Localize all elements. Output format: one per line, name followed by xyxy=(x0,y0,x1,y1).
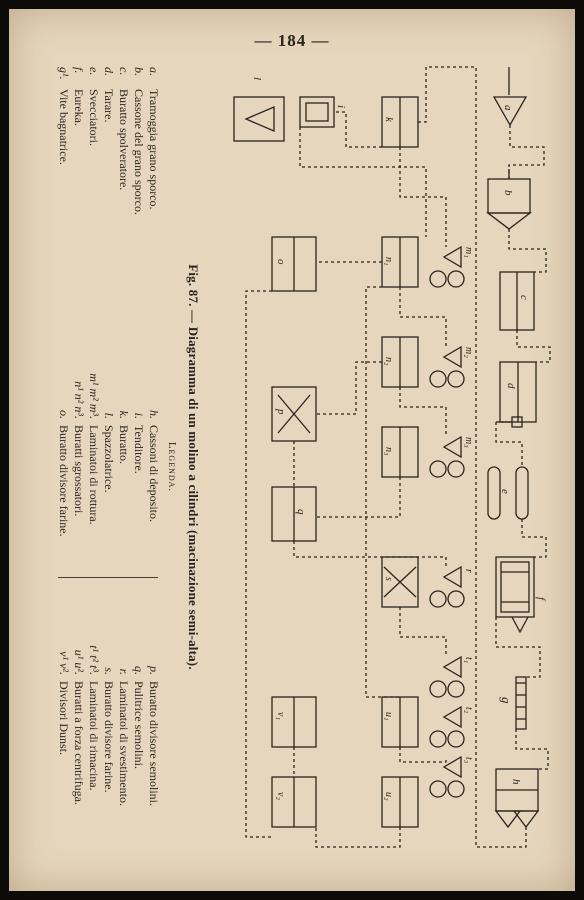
label-a: a xyxy=(502,105,514,111)
rolls-row: m₁ m₂ m₃ r t₁ t₂ t₃ xyxy=(429,245,474,798)
legend-column-1: a.Tramoggia grano sporco. b.Cassone del … xyxy=(56,67,161,215)
svg-text:m₁: m₁ xyxy=(463,247,474,258)
legend-column-3: p.Buratto divisore semolini. q.Pulitrice… xyxy=(56,617,161,806)
machine-g: g xyxy=(499,676,527,730)
svg-text:u₂: u₂ xyxy=(383,792,394,801)
machine-c: c xyxy=(499,271,535,331)
legend-row: v¹ v².Divisori Dunst. xyxy=(57,651,71,756)
machine-e: e xyxy=(487,466,529,520)
svg-text:p: p xyxy=(275,408,287,415)
label-c: c xyxy=(518,295,530,300)
bottom-row: i l o p q v₁ v₂ xyxy=(233,77,347,828)
svg-text:m₂: m₂ xyxy=(463,347,474,358)
legend-row: l.Spazzolatrice. xyxy=(102,412,116,493)
legend-row: k.Buratto. xyxy=(117,410,131,464)
label-h: h xyxy=(510,779,522,785)
sifter-n3: n₃ xyxy=(381,426,419,478)
roll-m3: m₃ xyxy=(429,435,474,478)
svg-text:n₁: n₁ xyxy=(383,257,394,265)
svg-text:v₁: v₁ xyxy=(275,712,286,720)
roll-m1: m₁ xyxy=(429,245,474,288)
svg-text:m₃: m₃ xyxy=(463,437,474,448)
svg-text:s: s xyxy=(383,577,394,581)
svg-text:u₁: u₁ xyxy=(383,712,394,720)
sifter-u1: u₁ xyxy=(381,696,419,748)
machine-i: i xyxy=(299,96,347,128)
sifter-p: p xyxy=(271,386,317,442)
legend-row: e.Svecciatori. xyxy=(87,67,101,146)
page-number: — 184 — xyxy=(254,31,330,50)
label-e: e xyxy=(499,489,511,494)
legend-row: c.Buratto spolveratore. xyxy=(117,67,131,191)
label-f: f xyxy=(535,597,547,602)
label-b: b xyxy=(502,190,514,196)
legend-row: h.Cassoni di deposito. xyxy=(147,410,161,523)
roll-t2: t₂ xyxy=(429,705,474,748)
legend-row: m¹ m² m³.Laminatoi di rottura. xyxy=(87,373,101,525)
sifter-n2: n₂ xyxy=(381,336,419,388)
roll-r: r xyxy=(429,565,474,608)
svg-text:v₂: v₂ xyxy=(275,792,286,800)
sifter-s: s xyxy=(381,556,419,608)
sifter-n1: n₁ xyxy=(381,236,419,288)
divisor-v2: v₂ xyxy=(271,776,317,828)
legend-row: i.Tenditore. xyxy=(132,412,146,474)
figure-caption: Fig. 87. — Diagramma di un molino a cili… xyxy=(186,264,201,670)
machine-q: q xyxy=(271,486,317,542)
svg-text:i: i xyxy=(335,105,347,108)
svg-text:k: k xyxy=(383,117,395,123)
legend-row: q.Pulitrice semolini. xyxy=(132,666,146,769)
sifter-o: o xyxy=(271,236,317,292)
legend-row: n¹ n² n³.Buratti sgrossatori. xyxy=(72,381,86,517)
legend-row: o.Buratto divisore farine. xyxy=(57,410,71,537)
machine-h: h xyxy=(494,768,540,829)
legend-title: Legenda. xyxy=(166,441,178,493)
machine-a: a xyxy=(492,67,528,127)
sifter-k: k xyxy=(381,96,419,148)
roll-m2: m₂ xyxy=(429,345,474,388)
legend-row: r.Laminatoi di svestimento. xyxy=(117,668,131,806)
svg-text:l: l xyxy=(251,77,263,80)
svg-text:n₂: n₂ xyxy=(383,357,394,366)
sifter-u2: u₂ xyxy=(381,776,419,828)
legend-row: f.Eureka. xyxy=(72,67,86,126)
legend-row: p.Buratto divisore semolini. xyxy=(147,666,161,806)
svg-text:t₁: t₁ xyxy=(463,657,474,663)
legend-column-2: h.Cassoni di deposito. i.Tenditore. k.Bu… xyxy=(56,337,161,537)
svg-text:t₂: t₂ xyxy=(463,707,474,714)
svg-text:t₃: t₃ xyxy=(463,757,474,764)
machine-l: l xyxy=(233,77,285,142)
roll-t1: t₁ xyxy=(429,655,474,698)
legend-row: s.Buratto divisore farine. xyxy=(102,667,116,793)
legend-divider xyxy=(58,577,158,578)
top-row-connections xyxy=(456,66,551,848)
flow-connections xyxy=(245,66,456,848)
svg-text:o: o xyxy=(275,259,287,265)
label-d: d xyxy=(505,383,517,389)
label-g: g xyxy=(499,697,514,704)
mill-diagram: a b c d e xyxy=(233,66,551,848)
rotated-figure: a b c d e xyxy=(46,57,566,877)
legend-row: u¹ u².Buratti a forza centrifuga. xyxy=(72,649,86,805)
legend-row: g¹.Vite bagnatrice. xyxy=(57,67,71,165)
legend-row: a.Tramoggia grano sporco. xyxy=(147,67,161,210)
roll-t3: t₃ xyxy=(429,755,474,798)
legend-row: t¹ t² t³.Laminatoi di rimacina. xyxy=(87,645,101,791)
svg-text:r: r xyxy=(463,569,474,573)
legend-row: d.Tarare. xyxy=(102,67,116,123)
machine-f: f xyxy=(495,556,547,634)
machine-d: d xyxy=(496,361,537,428)
divisor-v1: v₁ xyxy=(271,696,317,748)
sifter-row: k n₁ n₂ n₃ s u₁ u₂ xyxy=(381,96,419,828)
legend-row: b.Cassone del grano sporco. xyxy=(132,67,146,215)
book-page: — 184 — a b c xyxy=(9,9,575,891)
svg-text:q: q xyxy=(295,509,307,515)
svg-text:n₃: n₃ xyxy=(383,447,394,456)
